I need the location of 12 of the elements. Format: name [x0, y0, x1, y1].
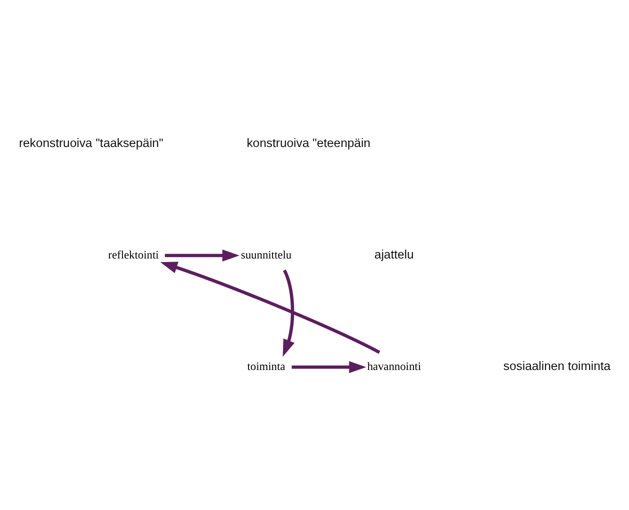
label: rekonstruoiva "taaksepäin": [18, 135, 164, 150]
label: ajattelu: [374, 246, 414, 261]
label: konstruoiva "eteenpäin: [246, 135, 370, 150]
node-text: suunnittelu: [240, 249, 292, 262]
node-text: toiminta: [247, 360, 286, 373]
label: sosiaalinen toiminta: [503, 358, 611, 372]
arrow: [282, 269, 295, 356]
arrow: [292, 360, 366, 373]
arrow: [160, 261, 380, 354]
arrow: [164, 249, 240, 261]
node-text: reflektointi: [108, 249, 159, 262]
node-text: havannointi: [367, 360, 422, 373]
